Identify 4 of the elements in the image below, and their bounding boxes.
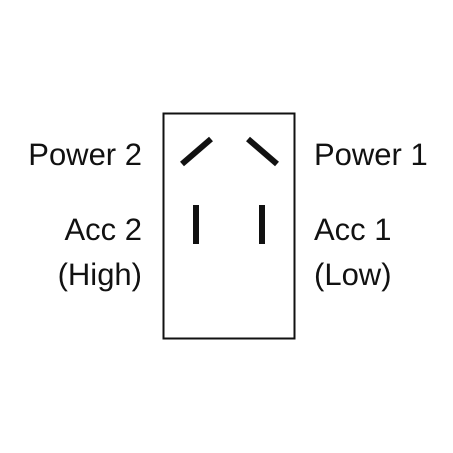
- terminal-label: Acc 1 (Low): [314, 211, 393, 294]
- terminal-label: Power 1: [314, 136, 429, 174]
- terminal-label: Acc 2 (High): [56, 211, 142, 294]
- terminal-label: Power 2: [27, 136, 142, 174]
